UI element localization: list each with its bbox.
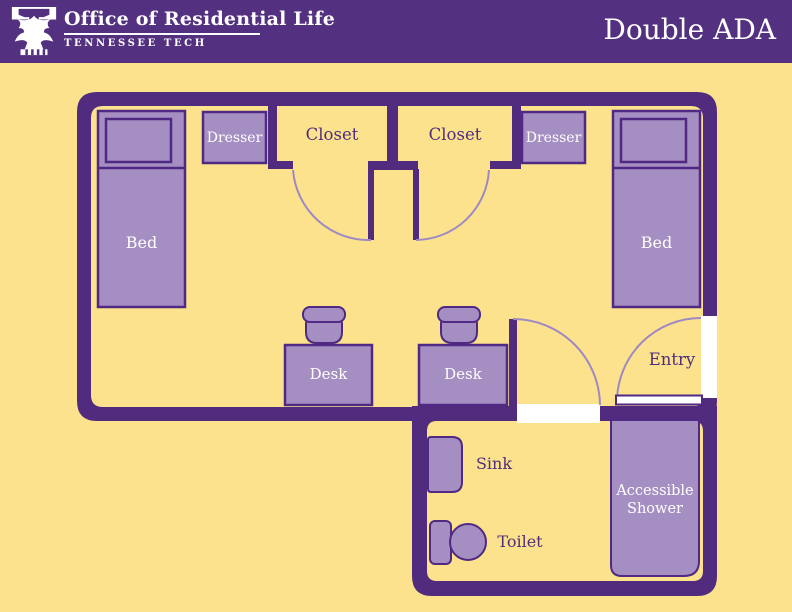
closet-right-door-arc (415, 169, 490, 241)
desk-left (283, 343, 374, 407)
bathroom-door-arc (512, 318, 601, 406)
org-title-block: Office of Residential Life TENNESSEE TEC… (64, 8, 335, 49)
dresser-left (201, 110, 268, 165)
org-divider-rule (64, 33, 260, 35)
page-title: Double ADA (603, 13, 776, 46)
closet-left-door-leaf (368, 169, 374, 240)
org-subname: TENNESSEE TECH (64, 38, 207, 49)
pillow-left (104, 117, 173, 164)
entry-opening (701, 316, 717, 398)
closet-right-wall (512, 106, 521, 169)
closet-divider-wall (387, 106, 398, 170)
desk-right (417, 343, 509, 407)
closet-left-door-arc (292, 169, 372, 242)
closet-right-door-leaf (413, 169, 419, 240)
toilet (429, 520, 487, 565)
chair-right (437, 306, 481, 344)
bed-left (96, 109, 187, 309)
header-bar: Office of Residential Life TENNESSEE TEC… (0, 0, 792, 63)
org-name: Office of Residential Life (64, 8, 336, 30)
bathroom-door-leaf (509, 319, 517, 406)
tennessee-tech-eagle-logo (11, 7, 57, 56)
bathroom-door-opening (517, 404, 600, 423)
closet-left-stub (272, 161, 293, 169)
accessible-shower (610, 419, 700, 577)
pillow-right (619, 117, 688, 164)
chair-left (302, 306, 346, 344)
closet-center-cap (368, 161, 418, 170)
dresser-right (520, 110, 587, 165)
entry-door-leaf (615, 394, 703, 406)
closet-right-stub (490, 161, 516, 169)
bed-right (611, 109, 702, 309)
sink (427, 436, 463, 493)
entry-door-arc (616, 317, 702, 402)
closet-left-wall (268, 106, 277, 169)
